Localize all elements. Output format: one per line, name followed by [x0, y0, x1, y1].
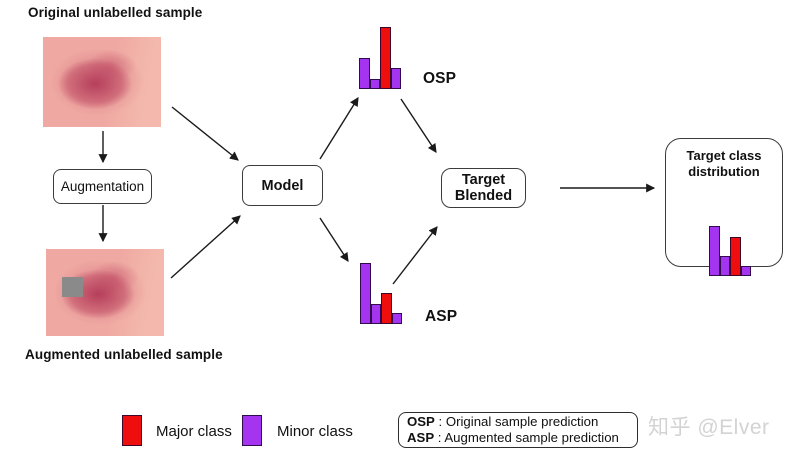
- arrow-original-to-model: [171, 106, 239, 161]
- target-blended-line1: Target: [461, 172, 506, 188]
- osp-term: OSP: [407, 413, 435, 429]
- definitions-box: OSP : Original sample prediction ASP : A…: [398, 412, 638, 448]
- major-class-label: Major class: [156, 423, 232, 440]
- asp-bar-1-minor: [360, 263, 371, 324]
- arrow-model-to-asp: [319, 217, 349, 262]
- target-blended-line2: Blended: [454, 188, 513, 204]
- target-blended-node: Target Blended: [441, 168, 526, 208]
- target-bar-4-minor: [740, 266, 751, 276]
- asp-bar-3-major: [381, 293, 392, 324]
- asp-bar-chart: [360, 263, 402, 324]
- major-class-swatch: [122, 415, 142, 446]
- target-distribution-chart: [709, 226, 751, 276]
- osp-bar-chart: [359, 27, 401, 89]
- asp-definition: ASP : Augmented sample prediction: [407, 430, 629, 447]
- target-bar-1-minor: [709, 226, 720, 276]
- osp-bar-1-minor: [359, 58, 370, 89]
- osp-definition: OSP : Original sample prediction: [407, 414, 629, 431]
- augmented-sample-label: Augmented unlabelled sample: [25, 347, 223, 362]
- augmented-sample-image: [46, 249, 164, 336]
- minor-class-swatch: [242, 415, 262, 446]
- target-distribution-box: Target class distribution: [665, 138, 783, 276]
- original-sample-label: Original unlabelled sample: [28, 5, 203, 20]
- asp-bar-4-minor: [391, 313, 402, 324]
- target-bar-3-major: [730, 237, 741, 276]
- model-label: Model: [261, 177, 304, 194]
- asp-bar-2-minor: [370, 304, 381, 324]
- model-node: Model: [242, 165, 323, 206]
- asp-label: ASP: [425, 308, 458, 325]
- original-sample-image: [43, 37, 161, 127]
- arrow-augmented-to-model: [170, 215, 241, 279]
- osp-bar-4-minor: [390, 68, 401, 89]
- minor-class-label: Minor class: [277, 423, 353, 440]
- target-bar-2-minor: [719, 256, 730, 276]
- augmentation-node: Augmentation: [53, 169, 152, 204]
- augmentation-label: Augmentation: [60, 179, 145, 194]
- asp-term: ASP: [407, 430, 435, 445]
- osp-bar-3-major: [380, 27, 391, 89]
- arrow-osp-to-target-blended: [400, 98, 437, 153]
- asp-description: : Augmented sample prediction: [434, 430, 619, 445]
- cutout-patch: [62, 277, 83, 297]
- arrow-model-to-osp: [319, 97, 359, 160]
- watermark: 知乎 @Elver: [648, 416, 770, 439]
- osp-bar-2-minor: [369, 79, 380, 89]
- osp-description: : Original sample prediction: [434, 413, 599, 429]
- osp-label: OSP: [423, 70, 457, 87]
- target-distribution-title: Target class distribution: [686, 148, 762, 179]
